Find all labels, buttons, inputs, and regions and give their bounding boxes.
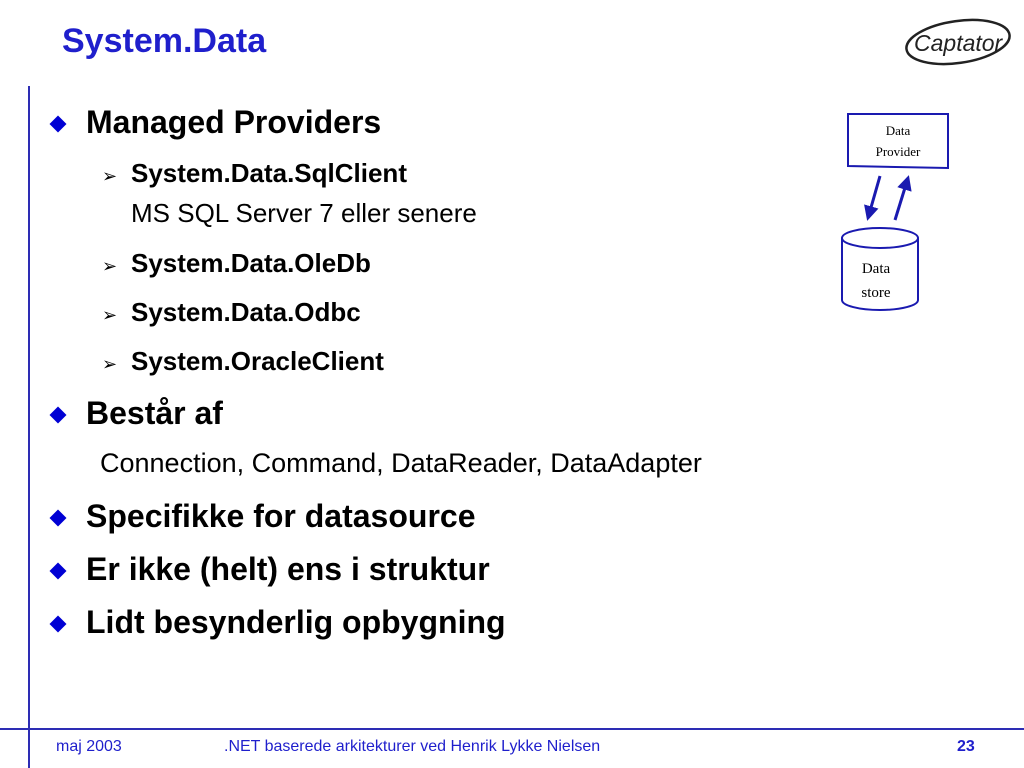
bullet-besynderlig: Lidt besynderlig opbygning bbox=[86, 604, 506, 640]
subbullet-sqlclient: System.Data.SqlClient bbox=[131, 158, 407, 188]
store-label-line1: Data bbox=[862, 261, 891, 277]
footer-page-number: 23 bbox=[957, 738, 975, 755]
logo-text: Captator bbox=[914, 30, 1004, 56]
subbullet-oledb: System.Data.OleDb bbox=[131, 248, 371, 278]
data-store-cylinder-top bbox=[841, 227, 919, 249]
bullet-er-ikke-ens: Er ikke (helt) ens i struktur bbox=[86, 551, 490, 587]
bullet-diamond bbox=[49, 406, 67, 424]
provider-label-line2: Provider bbox=[876, 144, 921, 159]
provider-label-line1: Data bbox=[886, 123, 911, 138]
footer-date: maj 2003 bbox=[56, 738, 122, 755]
subbullet-sqlclient-note: MS SQL Server 7 eller senere bbox=[131, 198, 477, 228]
footer-title: .NET baserede arkitekturer ved Henrik Ly… bbox=[224, 738, 601, 755]
data-store-cylinder bbox=[841, 238, 919, 311]
arrow-up-icon bbox=[893, 175, 912, 221]
subbullet-arrow-icon: ➢ bbox=[102, 305, 118, 325]
data-provider-box bbox=[847, 113, 949, 170]
bullet-bestaar-af: Består af bbox=[86, 395, 223, 431]
footer-rule bbox=[0, 728, 1024, 730]
captator-logo: Captator bbox=[905, 18, 1011, 66]
bullet-diamond bbox=[49, 509, 67, 527]
subbullet-oracleclient: System.OracleClient bbox=[131, 346, 384, 376]
arrow-down-icon bbox=[864, 175, 882, 221]
data-provider-diagram: Data Provider Data store bbox=[841, 113, 949, 311]
bullet-diamond bbox=[49, 115, 67, 133]
subbullet-arrow-icon: ➢ bbox=[102, 354, 118, 374]
bullet-diamond bbox=[49, 562, 67, 580]
store-label-line2: store bbox=[861, 285, 891, 301]
subbullet-arrow-icon: ➢ bbox=[102, 256, 118, 276]
subbullet-odbc: System.Data.Odbc bbox=[131, 297, 361, 327]
bullet-specifikke: Specifikke for datasource bbox=[86, 498, 476, 534]
subbullet-arrow-icon: ➢ bbox=[102, 166, 118, 186]
bullet-bestaar-af-detail: Connection, Command, DataReader, DataAda… bbox=[100, 448, 702, 478]
slide-title: System.Data bbox=[62, 22, 267, 60]
logo-ellipse bbox=[905, 18, 1011, 66]
left-rule bbox=[28, 86, 30, 768]
bullet-diamond bbox=[49, 615, 67, 633]
bullet-managed-providers: Managed Providers bbox=[86, 104, 382, 140]
